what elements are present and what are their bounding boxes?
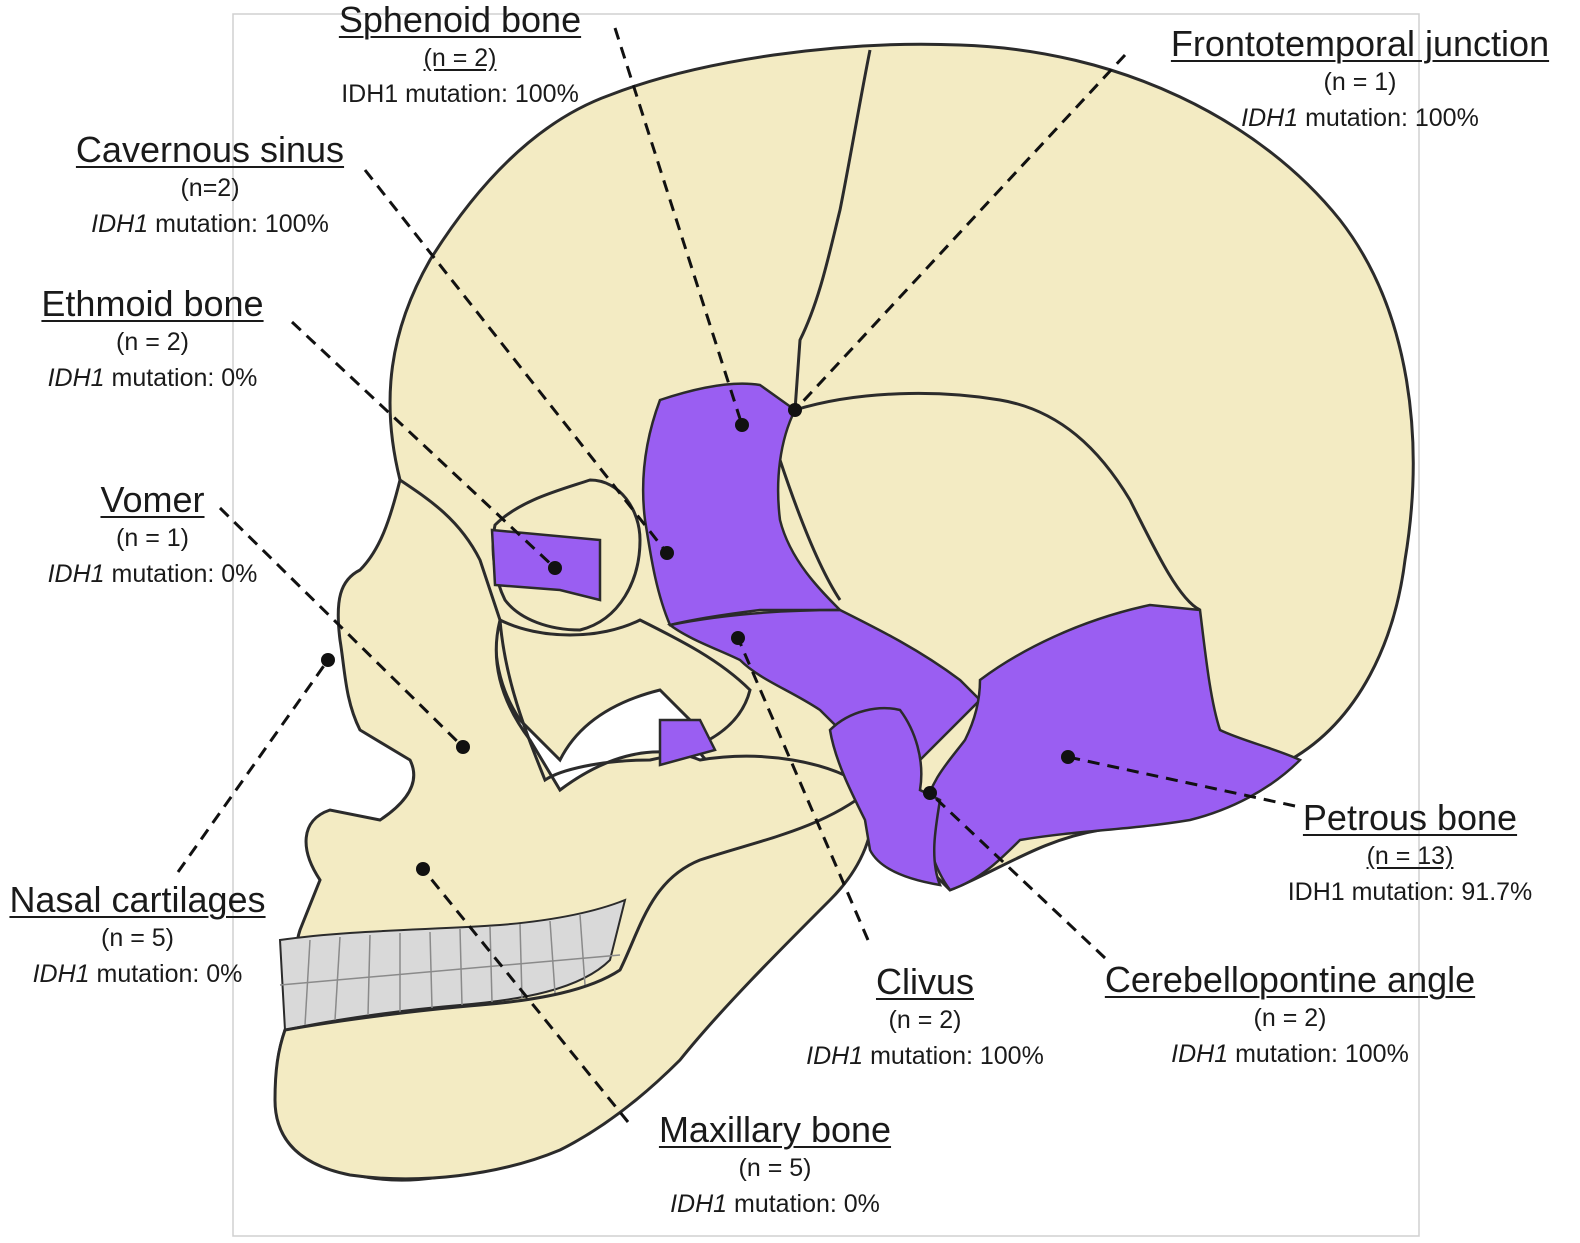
label-count: (n = 1) (10, 520, 295, 556)
label-count: (n = 1) (1140, 64, 1580, 100)
label-mutation: IDH1 mutation: 100% (1140, 100, 1580, 136)
label-name: Clivus (770, 962, 1080, 1002)
label-clivus: Clivus (n = 2) IDH1 mutation: 100% (770, 962, 1080, 1074)
label-ethmoid: Ethmoid bone (n = 2) IDH1 mutation: 0% (10, 284, 295, 396)
marker-dot-sphenoid (735, 418, 749, 432)
marker-dot-petrous (1061, 750, 1075, 764)
marker-dot-cpa (923, 786, 937, 800)
marker-dot-nasal (321, 653, 335, 667)
label-count: (n = 2) (10, 324, 295, 360)
marker-dot-maxillary (416, 862, 430, 876)
label-name: Vomer (10, 480, 295, 520)
label-cpa: Cerebellopontine angle (n = 2) IDH1 muta… (1080, 960, 1500, 1072)
label-mutation: IDH1 mutation: 91.7% (1260, 874, 1560, 910)
label-petrous: Petrous bone (n = 13) IDH1 mutation: 91.… (1260, 798, 1560, 910)
label-name: Frontotemporal junction (1140, 24, 1580, 64)
label-mutation: IDH1 mutation: 0% (10, 556, 295, 592)
label-mutation: IDH1 mutation: 0% (10, 360, 295, 396)
label-count: (n=2) (40, 170, 380, 206)
label-name: Ethmoid bone (10, 284, 295, 324)
label-maxillary: Maxillary bone (n = 5) IDH1 mutation: 0% (630, 1110, 920, 1222)
label-mutation: IDH1 mutation: 100% (770, 1038, 1080, 1074)
marker-dot-cavernous (660, 546, 674, 560)
label-frontotemporal: Frontotemporal junction (n = 1) IDH1 mut… (1140, 24, 1580, 136)
label-name: Maxillary bone (630, 1110, 920, 1150)
marker-dot-frontotemporal (788, 403, 802, 417)
label-count: (n = 5) (0, 920, 275, 956)
marker-dot-ethmoid (548, 561, 562, 575)
label-count: (n = 2) (300, 40, 620, 76)
label-mutation: IDH1 mutation: 0% (0, 956, 275, 992)
label-name: Cavernous sinus (40, 130, 380, 170)
label-mutation: IDH1 mutation: 0% (630, 1186, 920, 1222)
marker-dot-clivus (731, 631, 745, 645)
marker-dot-vomer (456, 740, 470, 754)
label-mutation: IDH1 mutation: 100% (1080, 1036, 1500, 1072)
label-name: Cerebellopontine angle (1080, 960, 1500, 1000)
label-count: (n = 2) (1080, 1000, 1500, 1036)
label-name: Petrous bone (1260, 798, 1560, 838)
label-count: (n = 13) (1260, 838, 1560, 874)
label-count: (n = 5) (630, 1150, 920, 1186)
label-vomer: Vomer (n = 1) IDH1 mutation: 0% (10, 480, 295, 592)
label-count: (n = 2) (770, 1002, 1080, 1038)
label-nasal: Nasal cartilages (n = 5) IDH1 mutation: … (0, 880, 275, 992)
label-name: Sphenoid bone (300, 0, 620, 40)
label-mutation: IDH1 mutation: 100% (40, 206, 380, 242)
label-name: Nasal cartilages (0, 880, 275, 920)
label-mutation: IDH1 mutation: 100% (300, 76, 620, 112)
label-sphenoid: Sphenoid bone (n = 2) IDH1 mutation: 100… (300, 0, 620, 112)
label-cavernous: Cavernous sinus (n=2) IDH1 mutation: 100… (40, 130, 380, 242)
